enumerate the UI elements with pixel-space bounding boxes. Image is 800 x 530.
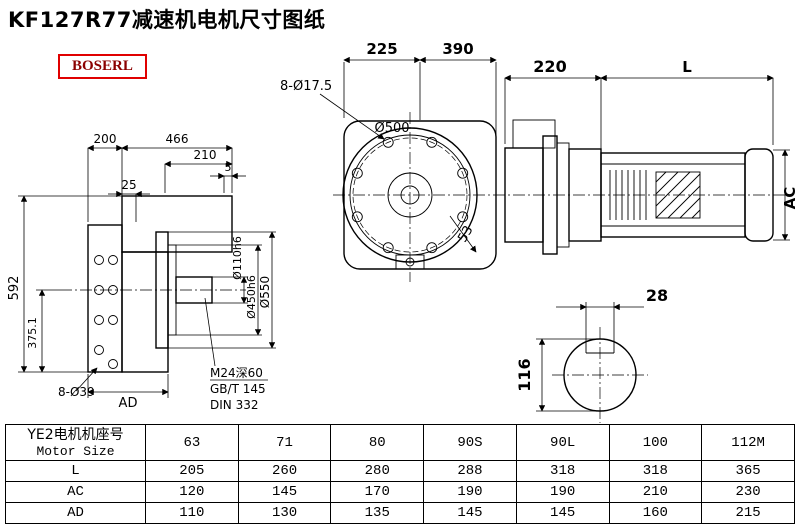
table-cell: 145 xyxy=(515,502,610,524)
note-din: DIN 332 xyxy=(210,398,258,412)
dim-375-1: 375.1 xyxy=(26,317,39,349)
table-header-row: YE2电机机座号 Motor Size 63 71 80 90S 90L 100… xyxy=(5,424,795,461)
bolt-callout-39: 8-Ø39 xyxy=(58,385,95,399)
table-cell: 230 xyxy=(701,481,795,503)
table-cell: 120 xyxy=(145,481,239,503)
mounting-flange xyxy=(87,224,123,373)
output-shaft xyxy=(175,276,213,304)
page-title: KF127R77减速机电机尺寸图纸 xyxy=(8,8,326,32)
dia-550-label: Ø550 xyxy=(258,276,272,308)
dia-500-label: Ø500 xyxy=(374,121,409,136)
note-gb: GB/T 145 xyxy=(210,382,266,396)
table-cell: 365 xyxy=(701,460,795,482)
table-cell: 170 xyxy=(330,481,425,503)
dim-53: 53 xyxy=(455,223,476,245)
dia-450-label: Ø450h6 xyxy=(245,275,258,319)
table-cell: 215 xyxy=(701,502,795,524)
size-col-header: 71 xyxy=(237,424,332,461)
dia-110-label: Ø110h6 xyxy=(231,236,244,280)
dim-220: 220 xyxy=(533,57,566,76)
dim-25: 25 xyxy=(121,178,136,192)
stator-laminations xyxy=(609,170,647,220)
shaft-circle xyxy=(563,338,637,412)
size-col-header: 90S xyxy=(423,424,517,461)
note-thread: M24深60 xyxy=(210,366,263,380)
bolt-pitch-circle xyxy=(352,137,468,253)
table-header-motor-size: YE2电机机座号 Motor Size xyxy=(5,424,146,461)
table-cell: 288 xyxy=(423,460,517,482)
table-cell: 190 xyxy=(423,481,517,503)
dim-116: 116 xyxy=(515,358,534,391)
dim-390: 390 xyxy=(442,40,473,58)
table-row-AD: AD 110 130 135 145 145 160 215 xyxy=(5,502,795,524)
flange-circle-500 xyxy=(342,127,478,263)
row-label: L xyxy=(5,460,146,482)
table-cell: 160 xyxy=(608,502,703,524)
winding-hatch xyxy=(655,171,701,219)
terminal-box xyxy=(512,119,556,149)
flange-rim xyxy=(349,134,471,256)
dim-5: 5 xyxy=(225,161,232,174)
shaft-bore xyxy=(387,172,433,218)
dim-466: 466 xyxy=(166,132,189,146)
row-label: AD xyxy=(5,502,146,524)
size-col-header: 100 xyxy=(608,424,703,461)
technical-drawing: 225 390 8-Ø17.5 Ø500 53 xyxy=(7,40,799,423)
size-col-header: 112M xyxy=(701,424,795,461)
table-cell: 280 xyxy=(330,460,425,482)
motor-side-view: 220 L AC xyxy=(504,57,799,255)
table-cell: 135 xyxy=(330,502,425,524)
dim-28: 28 xyxy=(646,286,668,305)
centerlines xyxy=(333,112,790,282)
bolt-holes-39 xyxy=(94,255,118,369)
size-col-header: 80 xyxy=(330,424,425,461)
bolt-callout-17_5: 8-Ø17.5 xyxy=(280,79,332,94)
center-bore xyxy=(400,185,420,205)
dim-AC: AC xyxy=(781,187,799,210)
fan-cover xyxy=(744,148,774,242)
size-col-header: 63 xyxy=(145,424,239,461)
header-cn: YE2电机机座号 xyxy=(27,426,124,443)
table-cell: 145 xyxy=(423,502,517,524)
dim-225: 225 xyxy=(366,40,397,58)
row-label: AC xyxy=(5,481,146,503)
dim-L: L xyxy=(682,58,692,76)
table-row-L: L 205 260 280 288 318 318 365 xyxy=(5,460,795,482)
table-row-AC: AC 120 145 170 190 190 210 230 xyxy=(5,481,795,503)
table-cell: 318 xyxy=(608,460,703,482)
table-cell: 205 xyxy=(145,460,239,482)
dim-592: 592 xyxy=(7,276,22,301)
housing-top-block xyxy=(121,195,233,253)
dim-AD: AD xyxy=(119,396,138,411)
table-cell: 130 xyxy=(237,502,332,524)
shaft-section-view: 28 116 xyxy=(515,286,668,423)
motor-size-table: YE2电机机座号 Motor Size 63 71 80 90S 90L 100… xyxy=(5,424,795,524)
front-view: 225 390 8-Ø17.5 Ø500 53 xyxy=(280,40,497,270)
table-cell: 110 xyxy=(145,502,239,524)
dim-200: 200 xyxy=(94,132,117,146)
keyway xyxy=(585,341,615,354)
table-cell: 318 xyxy=(515,460,610,482)
table-cell: 190 xyxy=(515,481,610,503)
bolt-holes-17_5 xyxy=(351,136,469,254)
header-en: Motor Size xyxy=(36,443,115,459)
brand-logo: BOSERL xyxy=(58,54,147,79)
table-cell: 210 xyxy=(608,481,703,503)
table-cell: 145 xyxy=(237,481,332,503)
size-col-header: 90L xyxy=(515,424,610,461)
housing-lower-block xyxy=(121,251,169,373)
gearbox-side-view: 200 466 210 5 25 592 375.1 8-Ø39 AD xyxy=(7,132,276,412)
dim-210: 210 xyxy=(194,148,217,162)
table-cell: 260 xyxy=(237,460,332,482)
